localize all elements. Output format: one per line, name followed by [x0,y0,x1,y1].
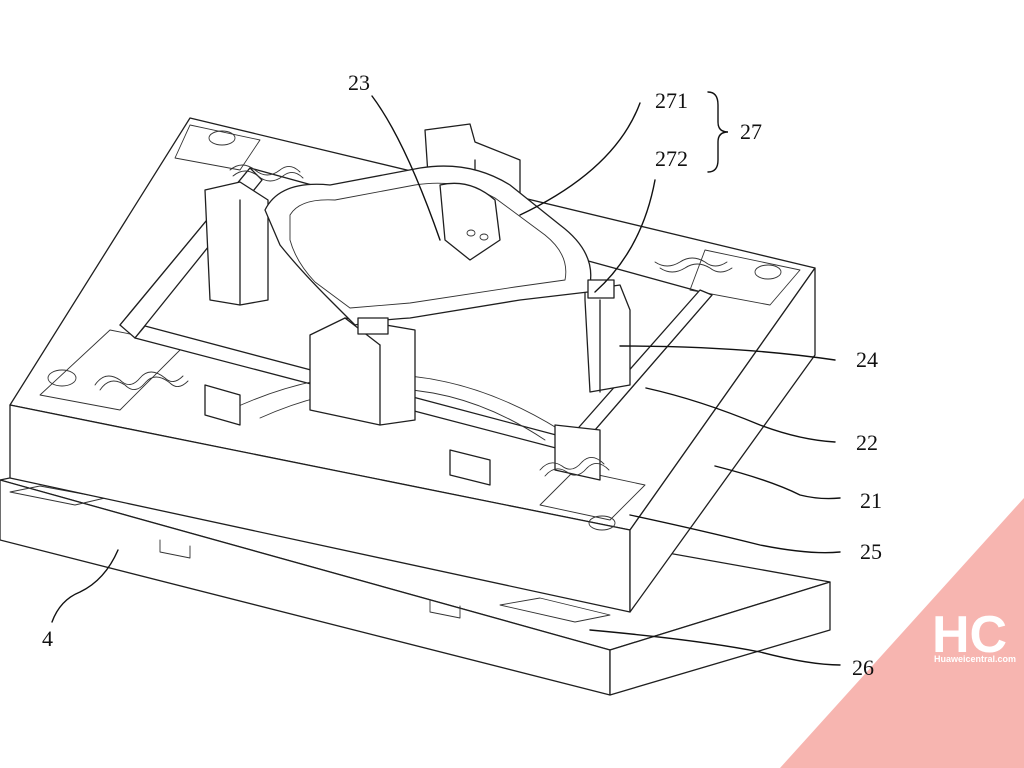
leader-272 [594,179,656,293]
moving-frame [264,165,615,335]
corner-springs [94,164,733,477]
leader-23 [371,95,441,241]
label-24: 24 [856,347,878,372]
leader-4 [51,549,119,623]
label-272: 272 [655,146,688,171]
watermark-site: Huaweicentral.com [934,654,1016,664]
leader-21 [714,465,841,500]
label-4: 4 [42,626,53,651]
label-23: 23 [348,70,370,95]
leader-22 [645,387,836,443]
watermark-triangle [780,498,1024,768]
leader-271 [519,102,641,216]
watermark-logo: HC [932,606,1007,664]
label-21: 21 [860,488,882,513]
leader-25 [629,514,841,554]
leader-24 [619,345,836,361]
watermark: HC Huaweicentral.com [780,498,1024,768]
reference-labels: 23 271 272 27 24 22 21 25 4 26 [42,70,882,680]
label-25: 25 [860,539,882,564]
label-26: 26 [852,655,874,680]
label-22: 22 [856,430,878,455]
brace-27 [707,91,729,173]
leader-lines [51,91,841,666]
label-27: 27 [740,119,762,144]
label-271: 271 [655,88,688,113]
leader-26 [589,629,841,666]
